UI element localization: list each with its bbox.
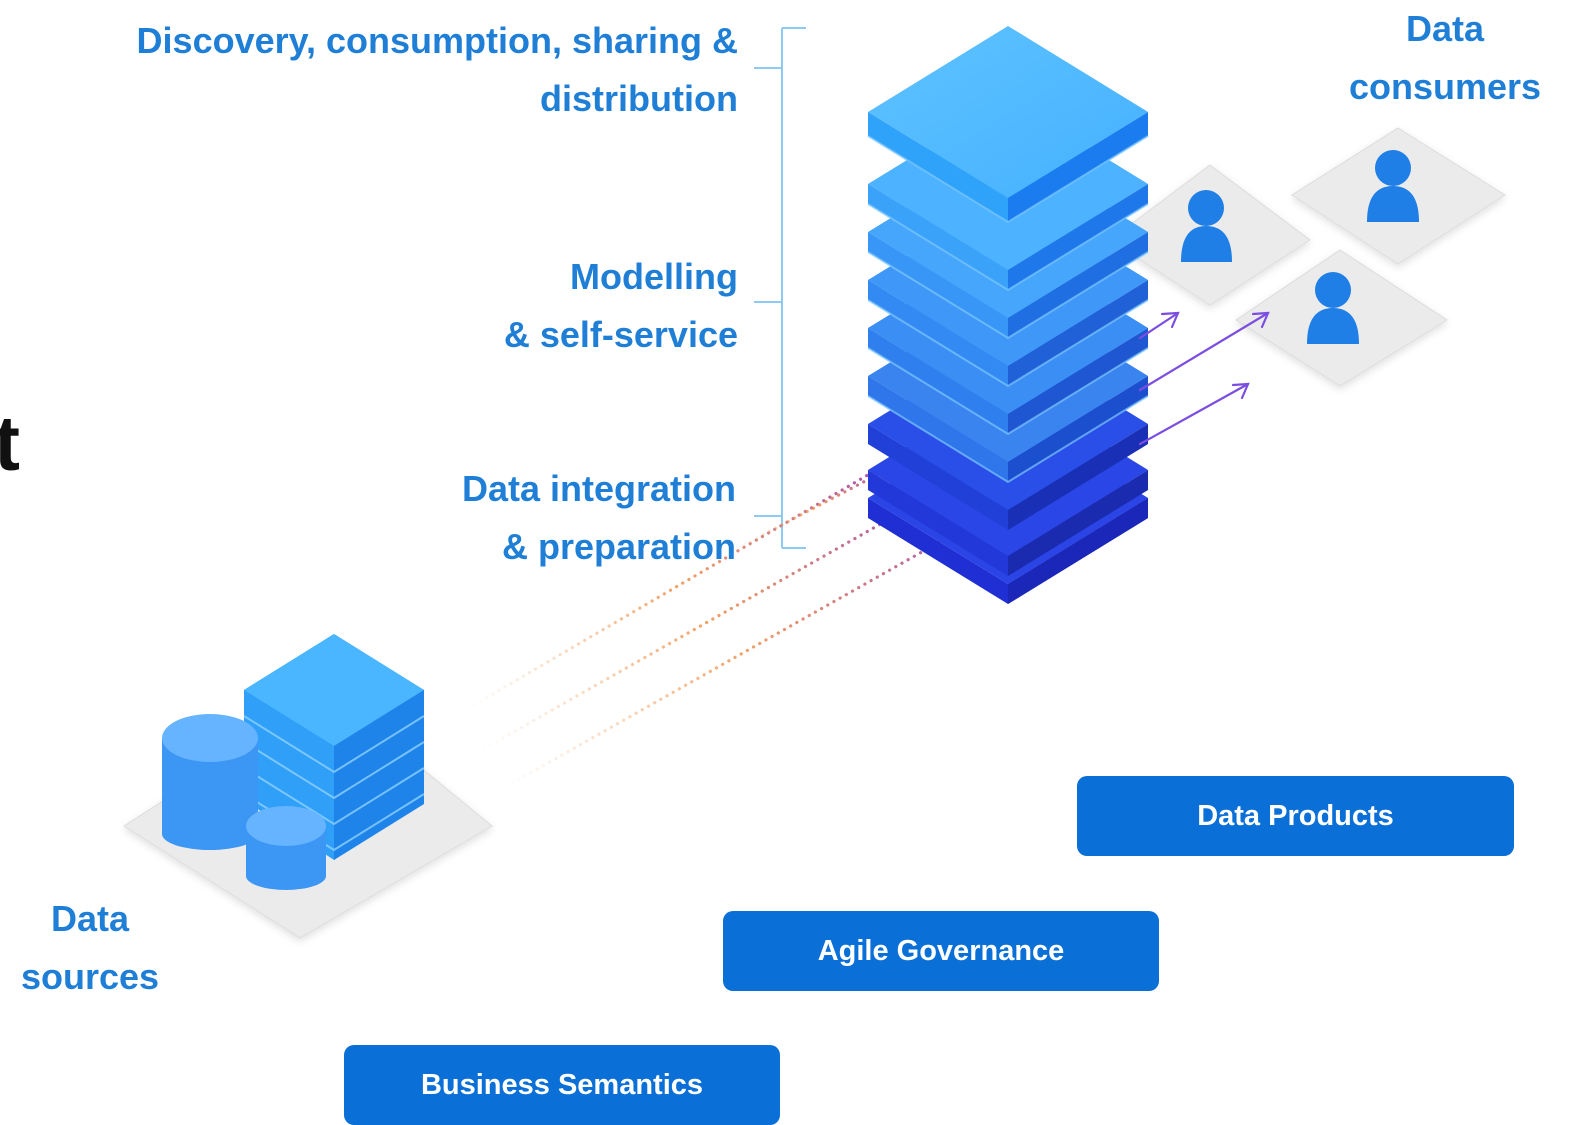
label-discovery: Discovery, consumption, sharing & distri… <box>137 12 738 128</box>
arrow-1-head <box>1160 311 1180 329</box>
label-integration-line-2: & preparation <box>501 526 736 567</box>
person-icon <box>1307 272 1359 344</box>
label-modelling-line-2: & self-service <box>503 314 738 355</box>
data-products-button[interactable]: Data Products <box>1077 776 1514 856</box>
arrow-3 <box>1138 382 1250 446</box>
label-consumers-line-1: Data <box>1405 8 1485 49</box>
label-discovery-line-1: Discovery, consumption, sharing & <box>136 20 738 61</box>
consumer-tiles <box>1109 127 1506 387</box>
label-sources-line-1: Data <box>50 898 130 939</box>
layer-bracket <box>754 27 806 549</box>
flow-line-1 <box>460 460 892 714</box>
label-integration: Data integration & preparation <box>462 460 736 576</box>
label-data-sources: Data sources <box>0 890 180 1006</box>
arrow-2 <box>1138 311 1270 392</box>
server-stack-icon <box>867 26 1149 604</box>
person-icon <box>1181 190 1232 262</box>
label-data-consumers: Data consumers <box>1330 0 1560 116</box>
arrow-2-head <box>1251 311 1270 329</box>
label-consumers-line-2: consumers <box>1348 66 1542 107</box>
label-modelling: Modelling & self-service <box>504 248 738 364</box>
label-sources-line-2: sources <box>20 956 160 997</box>
label-integration-line-1: Data integration <box>461 468 736 509</box>
arrow-3-head <box>1231 382 1250 400</box>
consumer-arrows <box>1138 311 1270 446</box>
partial-title-letter: t <box>0 399 20 487</box>
label-modelling-line-1: Modelling <box>570 256 738 297</box>
person-icon <box>1367 150 1419 222</box>
flow-line-4 <box>736 466 892 550</box>
database-icon <box>246 806 326 890</box>
agile-governance-button[interactable]: Agile Governance <box>723 911 1159 991</box>
source-flow-lines <box>460 460 984 792</box>
database-icon <box>162 714 258 850</box>
label-discovery-line-2: distribution <box>540 78 738 119</box>
flow-line-3 <box>498 516 984 792</box>
server-stack-icon <box>243 634 425 860</box>
flow-line-2 <box>476 494 932 754</box>
arrow-1 <box>1138 311 1180 340</box>
business-semantics-button[interactable]: Business Semantics <box>344 1045 780 1125</box>
